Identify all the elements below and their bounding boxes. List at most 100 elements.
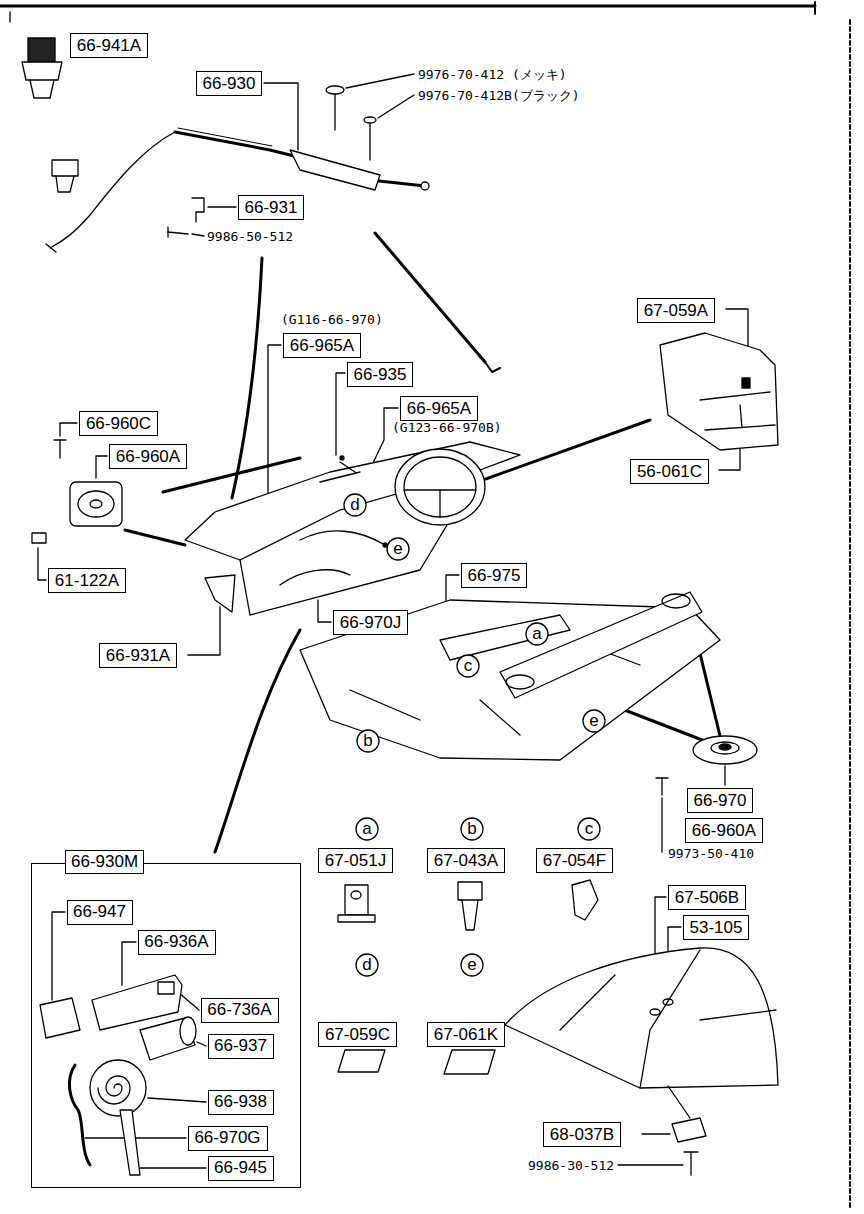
part-number: 66-945: [214, 1158, 267, 1178]
part-number: 67-506B: [675, 888, 739, 908]
part-number: 67-051J: [325, 851, 386, 871]
roof-outline: [505, 948, 778, 1175]
part-number: 66-965A: [407, 399, 471, 419]
part-number-box: 66-937: [208, 1034, 274, 1059]
rear-speaker: [719, 744, 731, 750]
roof-outline: [560, 950, 776, 1088]
dashboard: [383, 543, 387, 547]
fastener-symbol: [338, 915, 375, 922]
fastener-symbol: [462, 900, 478, 930]
clip-symbol: [56, 176, 74, 192]
page-border: [9, 12, 10, 22]
part-number: 66-736A: [207, 1000, 271, 1020]
part-label: (G116-66-970): [281, 312, 383, 327]
part-number-box: 66-970: [687, 788, 753, 813]
leader-line: [346, 74, 414, 88]
part-number: 66-947: [73, 902, 126, 922]
reference-circle: c: [456, 654, 480, 678]
steering-wheel: [404, 490, 476, 517]
part-number: 66-975: [468, 566, 521, 586]
leader-line: [336, 373, 345, 455]
dashboard: [340, 456, 344, 460]
page-border: [0, 2, 850, 1210]
part-number-box: 67-059A: [637, 298, 715, 323]
fastener-symbol: [351, 891, 361, 899]
motor-assembly: [140, 1018, 195, 1060]
part-label: 9986-30-512: [528, 1158, 614, 1173]
part-number-box: 66-965A: [400, 396, 478, 421]
part-label: 9986-50-512: [207, 229, 293, 244]
roof-outline: [684, 1152, 698, 1175]
assembly-group: 66-930M66-94766-936A66-736A66-93766-9386…: [31, 863, 301, 1188]
reference-letter: a: [532, 624, 541, 644]
part-number-box: 66-945: [208, 1156, 274, 1181]
circle-outline: [387, 538, 409, 560]
reference-letter: d: [362, 955, 371, 975]
circle-outline: [344, 494, 366, 516]
antenna-clip-symbol: [22, 38, 62, 98]
leader-line: [96, 456, 107, 478]
reference-circle: a: [525, 622, 549, 646]
antenna-assembly: [168, 232, 188, 234]
circle-outline: [583, 710, 605, 732]
reference-circle: b: [460, 817, 484, 841]
leader-line: [618, 1164, 683, 1165]
part-number-box: 66-938: [208, 1090, 274, 1115]
part-label: 9973-50-410: [668, 846, 754, 861]
motor-assembly: [40, 998, 80, 1038]
part-number: 67-061K: [434, 1025, 498, 1045]
rear-speaker: [693, 736, 757, 764]
antenna-assembly: [326, 86, 344, 94]
leader-line: [642, 1133, 670, 1134]
part-number: 66-936A: [144, 932, 208, 952]
dashboard: [185, 442, 520, 615]
reference-circle: d: [343, 493, 367, 517]
reference-circle: e: [582, 709, 606, 733]
leader-line: [60, 423, 77, 436]
part-number: 66-965A: [290, 336, 354, 356]
reference-circle: e: [460, 953, 484, 977]
part-number: 67-059A: [644, 301, 708, 321]
speaker: [78, 491, 114, 517]
page-border: [0, 5, 815, 8]
reference-letter: b: [363, 731, 372, 751]
part-number: 66-931A: [106, 646, 170, 666]
reference-letter: c: [585, 819, 594, 839]
part-number-box: 67-506B: [668, 885, 746, 910]
antenna-clip-symbol: [28, 38, 55, 62]
motor-assembly: [158, 982, 174, 994]
steering-wheel: [395, 449, 485, 525]
speaker: [32, 533, 46, 543]
part-number-box: 67-059C: [318, 1022, 397, 1047]
floor-panel: [350, 650, 640, 735]
part-number: 66-960C: [86, 414, 151, 434]
leader-line: [661, 798, 662, 852]
reference-circle: e: [386, 537, 410, 561]
antenna-clip-symbol: [30, 80, 54, 98]
floor-panel: [662, 594, 690, 608]
part-number-box: 66-930: [196, 71, 262, 96]
leader-line: [52, 912, 65, 1000]
part-number: 66-935: [354, 365, 407, 385]
leader-line: [264, 83, 298, 150]
rear-speaker: [656, 778, 668, 795]
roof-outline: [663, 999, 673, 1005]
floor-panel: [500, 592, 702, 698]
reference-letter: a: [362, 819, 371, 839]
antenna-assembly: [167, 227, 168, 237]
circle-outline: [461, 818, 483, 840]
dashboard: [205, 575, 235, 612]
dashboard: [280, 462, 385, 585]
leader-line: [318, 600, 331, 622]
floor-panel: [300, 592, 720, 760]
trim-panel: [660, 333, 778, 450]
speaker: [70, 482, 122, 526]
part-number: 66-938: [214, 1092, 267, 1112]
leader-line: [188, 607, 220, 655]
part-number: 66-937: [214, 1036, 267, 1056]
antenna-assembly: [46, 86, 429, 252]
part-number-box: 53-105: [683, 915, 749, 940]
wire-route-line: [375, 233, 485, 362]
roof-outline: [505, 948, 778, 1088]
part-number-box: 67-061K: [427, 1022, 505, 1047]
